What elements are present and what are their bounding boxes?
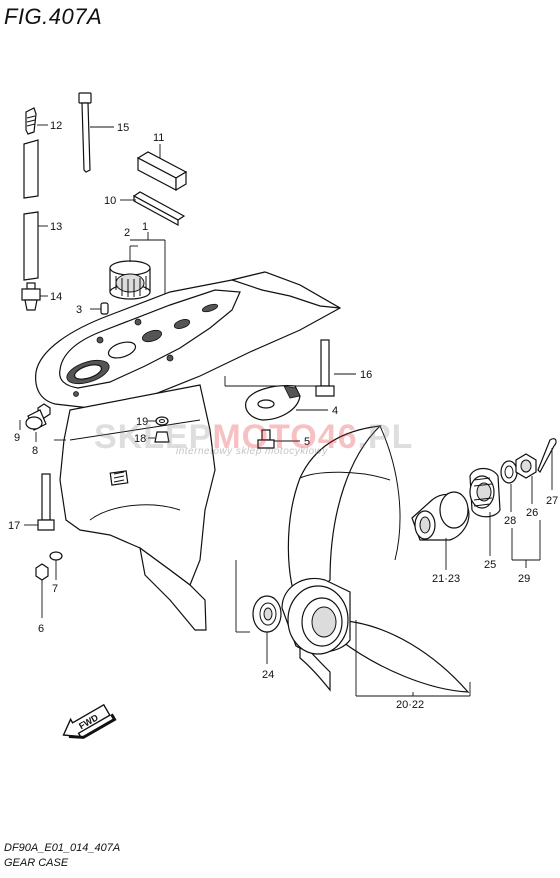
part-6-nut-drawing [35, 563, 49, 618]
callout-12: 12 [50, 120, 62, 132]
watermark-part-a: SKLEP [94, 418, 213, 456]
figure-title: FIG.407A [4, 4, 103, 29]
part-28-washer-drawing [500, 460, 518, 512]
callout-2: 2 [124, 227, 130, 239]
callout-14: 14 [50, 291, 62, 303]
callout-10: 10 [104, 195, 116, 207]
callout-2022-bracket [355, 620, 471, 697]
callout-20-22: 20·22 [396, 699, 424, 711]
watermark: SKLEPMOTO46.PL [94, 418, 413, 457]
callout-1: 1 [142, 221, 148, 233]
part-17-bolt-drawing [24, 473, 55, 531]
part-2-bearing-drawing [109, 245, 151, 300]
part-8-cap-drawing [25, 409, 47, 442]
callout-29: 29 [518, 573, 530, 585]
part-18-plug-drawing [148, 431, 170, 443]
part-3-pin-drawing [90, 302, 109, 315]
part-5-bolt-drawing [257, 429, 300, 449]
gear-case-housing-drawing [35, 271, 342, 631]
part-26-nut-drawing [515, 453, 537, 504]
callout-11: 11 [153, 132, 164, 144]
part-14-grommet-drawing [21, 282, 48, 311]
callout-9: 9 [14, 432, 20, 444]
callout-4: 4 [332, 405, 338, 417]
callout-18: 18 [134, 433, 146, 445]
callout-15: 15 [117, 122, 129, 134]
callout-19: 19 [136, 416, 148, 428]
part-7-washer-drawing [49, 551, 63, 580]
callout-25: 25 [484, 559, 496, 571]
callout-7: 7 [52, 583, 58, 595]
part-12-pipe-drawing [25, 107, 48, 135]
callout-24: 24 [262, 669, 274, 681]
callout-8: 8 [32, 445, 38, 457]
callout-16: 16 [360, 369, 372, 381]
callout-5: 5 [304, 436, 310, 448]
part-25-spacer-drawing [469, 467, 501, 556]
watermark-part-c: .PL [357, 418, 414, 456]
propeller-drawing [281, 425, 470, 693]
callout-3: 3 [76, 304, 82, 316]
part-1-leader [130, 232, 166, 300]
figure-code: DF90A_E01_014_407A [4, 842, 121, 854]
part-10-drawing [120, 191, 186, 227]
watermark-part-b: MOTO46 [212, 418, 358, 456]
part-27-cotter-pin-drawing [537, 438, 557, 490]
part-11-drawing [136, 144, 188, 192]
fwd-arrow: FWD [62, 703, 117, 739]
part-16-bolt-drawing [224, 339, 356, 397]
part-4-anode-drawing [245, 385, 328, 421]
part-19-washer-drawing [148, 416, 169, 426]
callout-21-23: 21·23 [432, 573, 460, 585]
callout-13: 13 [50, 221, 62, 233]
part-24-thrust-washer-drawing [252, 595, 282, 664]
callout-26: 26 [526, 507, 538, 519]
part-21-bushing-drawing [411, 491, 470, 570]
watermark-subtitle: internetowy sklep motocyklowy [176, 446, 328, 457]
part-15-cable-tie-drawing [78, 92, 114, 173]
callout-17: 17 [8, 520, 20, 532]
callout-28: 28 [504, 515, 516, 527]
callout-27: 27 [546, 495, 558, 507]
callout-6: 6 [38, 623, 44, 635]
callout-29-bracket [511, 520, 541, 568]
figure-name: GEAR CASE [4, 857, 69, 869]
part-13-tube-drawing [23, 139, 48, 281]
